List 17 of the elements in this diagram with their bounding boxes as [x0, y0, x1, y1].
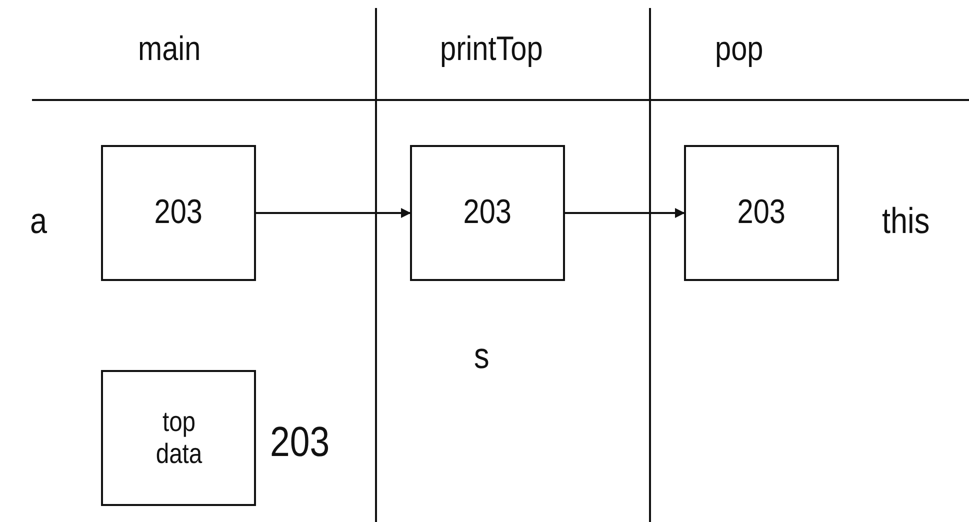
column-heading: pop	[715, 30, 764, 69]
arrow	[565, 208, 685, 218]
value-box	[684, 145, 839, 281]
box-text: 203	[463, 193, 512, 233]
box-text: 203	[154, 193, 203, 233]
variable-label: 203	[270, 418, 330, 466]
value-box	[101, 370, 256, 506]
variable-label: this	[882, 200, 930, 242]
column-heading: printTop	[440, 30, 543, 69]
box-text: 203	[737, 193, 786, 233]
variable-label: a	[30, 200, 48, 242]
value-box	[410, 145, 565, 281]
column-heading: main	[138, 30, 201, 69]
arrow	[256, 208, 411, 218]
value-box	[101, 145, 256, 281]
variable-label: s	[474, 335, 490, 377]
box-text: top data	[154, 406, 204, 470]
